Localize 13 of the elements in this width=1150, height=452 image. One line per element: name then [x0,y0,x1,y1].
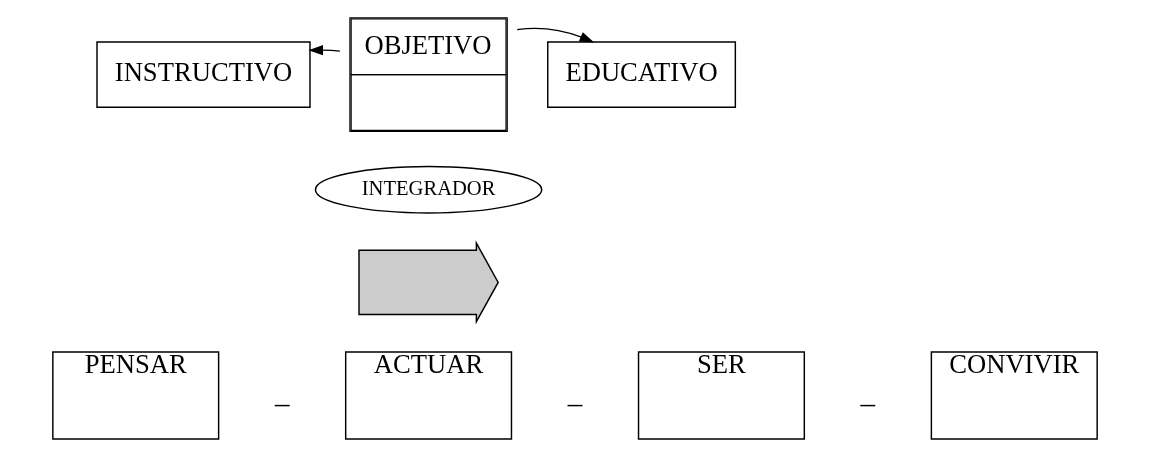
node-box: CONVIVIR [930,351,1098,440]
arrow [308,45,341,56]
label: _ [567,377,583,410]
node-box: ACTUAR [344,351,513,440]
label: _ [274,377,290,410]
label: _ [860,377,876,410]
node-arrow [358,240,499,325]
node-box: EDUCATIVO [547,41,737,109]
node-ellipse: INTEGRADOR [314,165,543,214]
node-box: SER [637,351,806,440]
arrow [516,27,595,43]
node-box: PENSAR [52,351,220,440]
node-box: INSTRUCTIVO [96,41,311,109]
